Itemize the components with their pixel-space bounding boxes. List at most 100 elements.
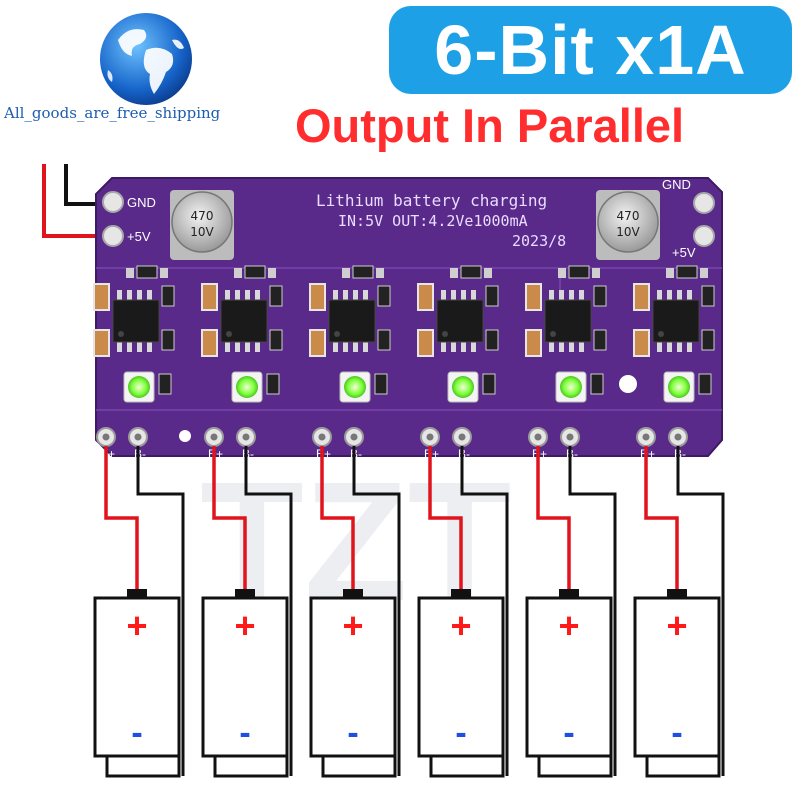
battery-body [309,596,397,758]
pad-minus-label: B- [566,447,578,461]
subtitle: Output In Parallel [295,99,685,152]
plus-sign: + [666,605,687,646]
battery: +- [309,589,397,778]
battery-base [213,754,289,778]
smd-capacitor [201,329,218,357]
positive-wire [104,446,139,589]
battery-cells: +-+-+-+-+-+- [93,589,721,778]
negative-wire [244,446,293,776]
charger-channel: B+B- [309,265,391,461]
smd-capacitor [525,329,542,357]
resistor [593,285,607,307]
board-date: 2023/8 [512,232,566,250]
resistor [701,329,715,351]
mount-hole [179,430,191,442]
minus-sign: - [455,714,466,752]
battery-base [321,754,397,778]
smd-capacitor [309,283,326,311]
resistor [244,265,266,279]
capacitor-left: 470 10V [170,190,234,260]
resistor [485,285,499,307]
resistor [269,329,283,351]
positive-wire [320,446,355,589]
charger-ic [652,299,700,343]
battery: +- [525,589,613,778]
battery: +- [201,589,289,778]
pad-minus-label: B- [134,447,146,461]
battery-base [429,754,505,778]
minus-sign: - [239,714,250,752]
output-wires [104,446,725,776]
product-label-banner: 6-Bit x1A [389,6,792,94]
pad-minus-label: B- [458,447,470,461]
positive-wire [212,446,247,589]
resistor [482,373,496,395]
minus-sign: - [671,714,682,752]
plus-sign: + [342,605,363,646]
pad-minus-label: B- [350,447,362,461]
battery: +- [93,589,181,778]
gnd-pad-right [693,192,715,214]
smd-capacitor [309,329,326,357]
minus-sign: - [347,714,358,752]
smd-capacitor [201,283,218,311]
smd-capacitor [93,283,110,311]
minus-sign: - [131,714,142,752]
battery: +- [417,589,505,778]
battery-terminal [343,589,363,599]
resistor [701,285,715,307]
battery-terminal [559,589,579,599]
resistor [568,265,590,279]
charger-channel: B+B- [633,265,715,461]
smd-capacitor [633,329,650,357]
smd-capacitor [417,283,434,311]
positive-wire [428,446,463,589]
vcc-pad-left [102,225,124,247]
battery-terminal [451,589,471,599]
battery-terminal [667,589,687,599]
battery-body [93,596,181,758]
resistor [269,285,283,307]
smd-capacitor [633,283,650,311]
plus-sign: + [450,605,471,646]
board-title: Lithium battery charging [316,191,547,210]
negative-wire [568,446,617,776]
resistor [161,285,175,307]
resistor [698,373,712,395]
vcc-label-right: +5V [672,245,696,260]
minus-sign: - [563,714,574,752]
smd-capacitor [93,329,110,357]
mount-hole [619,375,637,393]
input-wires [42,164,106,238]
vcc-label-left: +5V [127,229,151,244]
svg-text:470: 470 [191,209,214,223]
resistor [593,329,607,351]
resistor [161,329,175,351]
capacitor-right: 470 10V [596,190,660,260]
positive-wire [644,446,679,589]
charger-channel: B+B- [417,265,499,461]
smd-capacitor [417,329,434,357]
svg-text:470: 470 [617,209,640,223]
globe-icon [100,13,192,105]
plus-sign: + [126,605,147,646]
svg-text:10V: 10V [616,225,640,239]
negative-wire [352,446,401,776]
charger-board: GND +5V GND +5V 470 10V 470 10V Lithium … [93,177,723,461]
resistor [676,265,698,279]
board-spec: IN:5V OUT:4.2Ve1000mA [338,212,528,230]
charger-channels: B+B-B+B-B+B-B+B-B+B-B+B- [93,265,715,461]
positive-wire [536,446,571,589]
gnd-pad-left [102,191,124,213]
resistor [590,373,604,395]
store-name: All_goods_are_free_shipping [4,104,221,122]
pad-minus-label: B- [674,447,686,461]
resistor [485,329,499,351]
smd-capacitor [525,283,542,311]
resistor [377,285,391,307]
negative-wire [136,446,185,776]
gnd-label-left: GND [127,195,156,210]
vcc-pad-right [693,225,715,247]
